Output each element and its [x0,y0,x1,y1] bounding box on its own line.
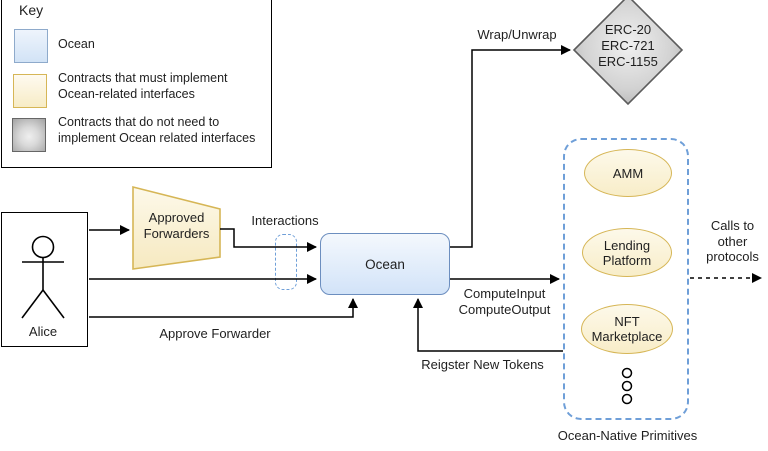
nft-marketplace-label: NFT Marketplace [591,314,663,344]
calls-line1: Calls to [710,218,755,233]
legend-swatch-no-implement [12,118,46,152]
approved-forwarders-label: Approved Forwarders [143,210,210,241]
amm-node: AMM [584,149,672,197]
interactions-scope-rect [275,234,297,290]
primitives-container [563,138,689,420]
compute-output-label: ComputeOutput [458,302,551,317]
primitives-title: Ocean-Native Primitives [557,428,698,443]
erc-diamond-label: ERC-20 ERC-721 ERC-1155 [578,22,678,70]
calls-to-other-protocols-label: Calls to other protocols [700,218,765,265]
legend-swatch-ocean [14,29,48,63]
calls-line2: other [717,233,748,249]
wrap-unwrap-label: Wrap/Unwrap [477,27,557,42]
arrow-approve-forwarder [89,298,358,318]
legend-label-no-implement-line2: implement Ocean related interfaces [58,130,256,145]
arrow-forwarders-to-ocean [220,228,317,252]
lending-platform-label: Lending Platform [602,237,652,268]
erc-diamond-line1: ERC-20 [604,22,652,37]
legend-label-must-implement-line1: Contracts that must implement [58,71,228,85]
lending-platform-node: Lending Platform [582,228,672,277]
legend-swatch-must-implement [13,74,47,108]
ocean-label: Ocean [365,256,405,272]
amm-label: AMM [612,165,644,181]
erc-diamond-line2: ERC-721 [601,38,655,53]
compute-io-label: ComputeInput ComputeOutput [452,286,557,318]
calls-line3: protocols [706,249,759,264]
ocean-node: Ocean [320,233,450,295]
legend-label-must-implement: Contracts that must implement Ocean-rela… [58,71,228,102]
register-new-tokens-label: Reigster New Tokens [421,357,544,372]
interactions-label: Interactions [251,213,319,228]
legend-label-ocean: Ocean [58,37,95,51]
compute-input-label: ComputeInput [463,286,546,301]
alice-label: Alice [28,324,58,339]
legend-label-no-implement: Contracts that do not need to implement … [58,115,255,146]
key-title: Key [19,2,44,18]
arrow-ocean-to-erc [450,45,571,248]
nft-marketplace-node: NFT Marketplace [581,304,673,354]
legend-label-no-implement-line1: Contracts that do not need to [58,115,220,129]
erc-diamond-line3: ERC-1155 [598,54,658,69]
approve-forwarder-label: Approve Forwarder [159,326,271,341]
legend-label-must-implement-line2: Ocean-related interfaces [58,86,195,101]
alice-box [1,212,88,347]
